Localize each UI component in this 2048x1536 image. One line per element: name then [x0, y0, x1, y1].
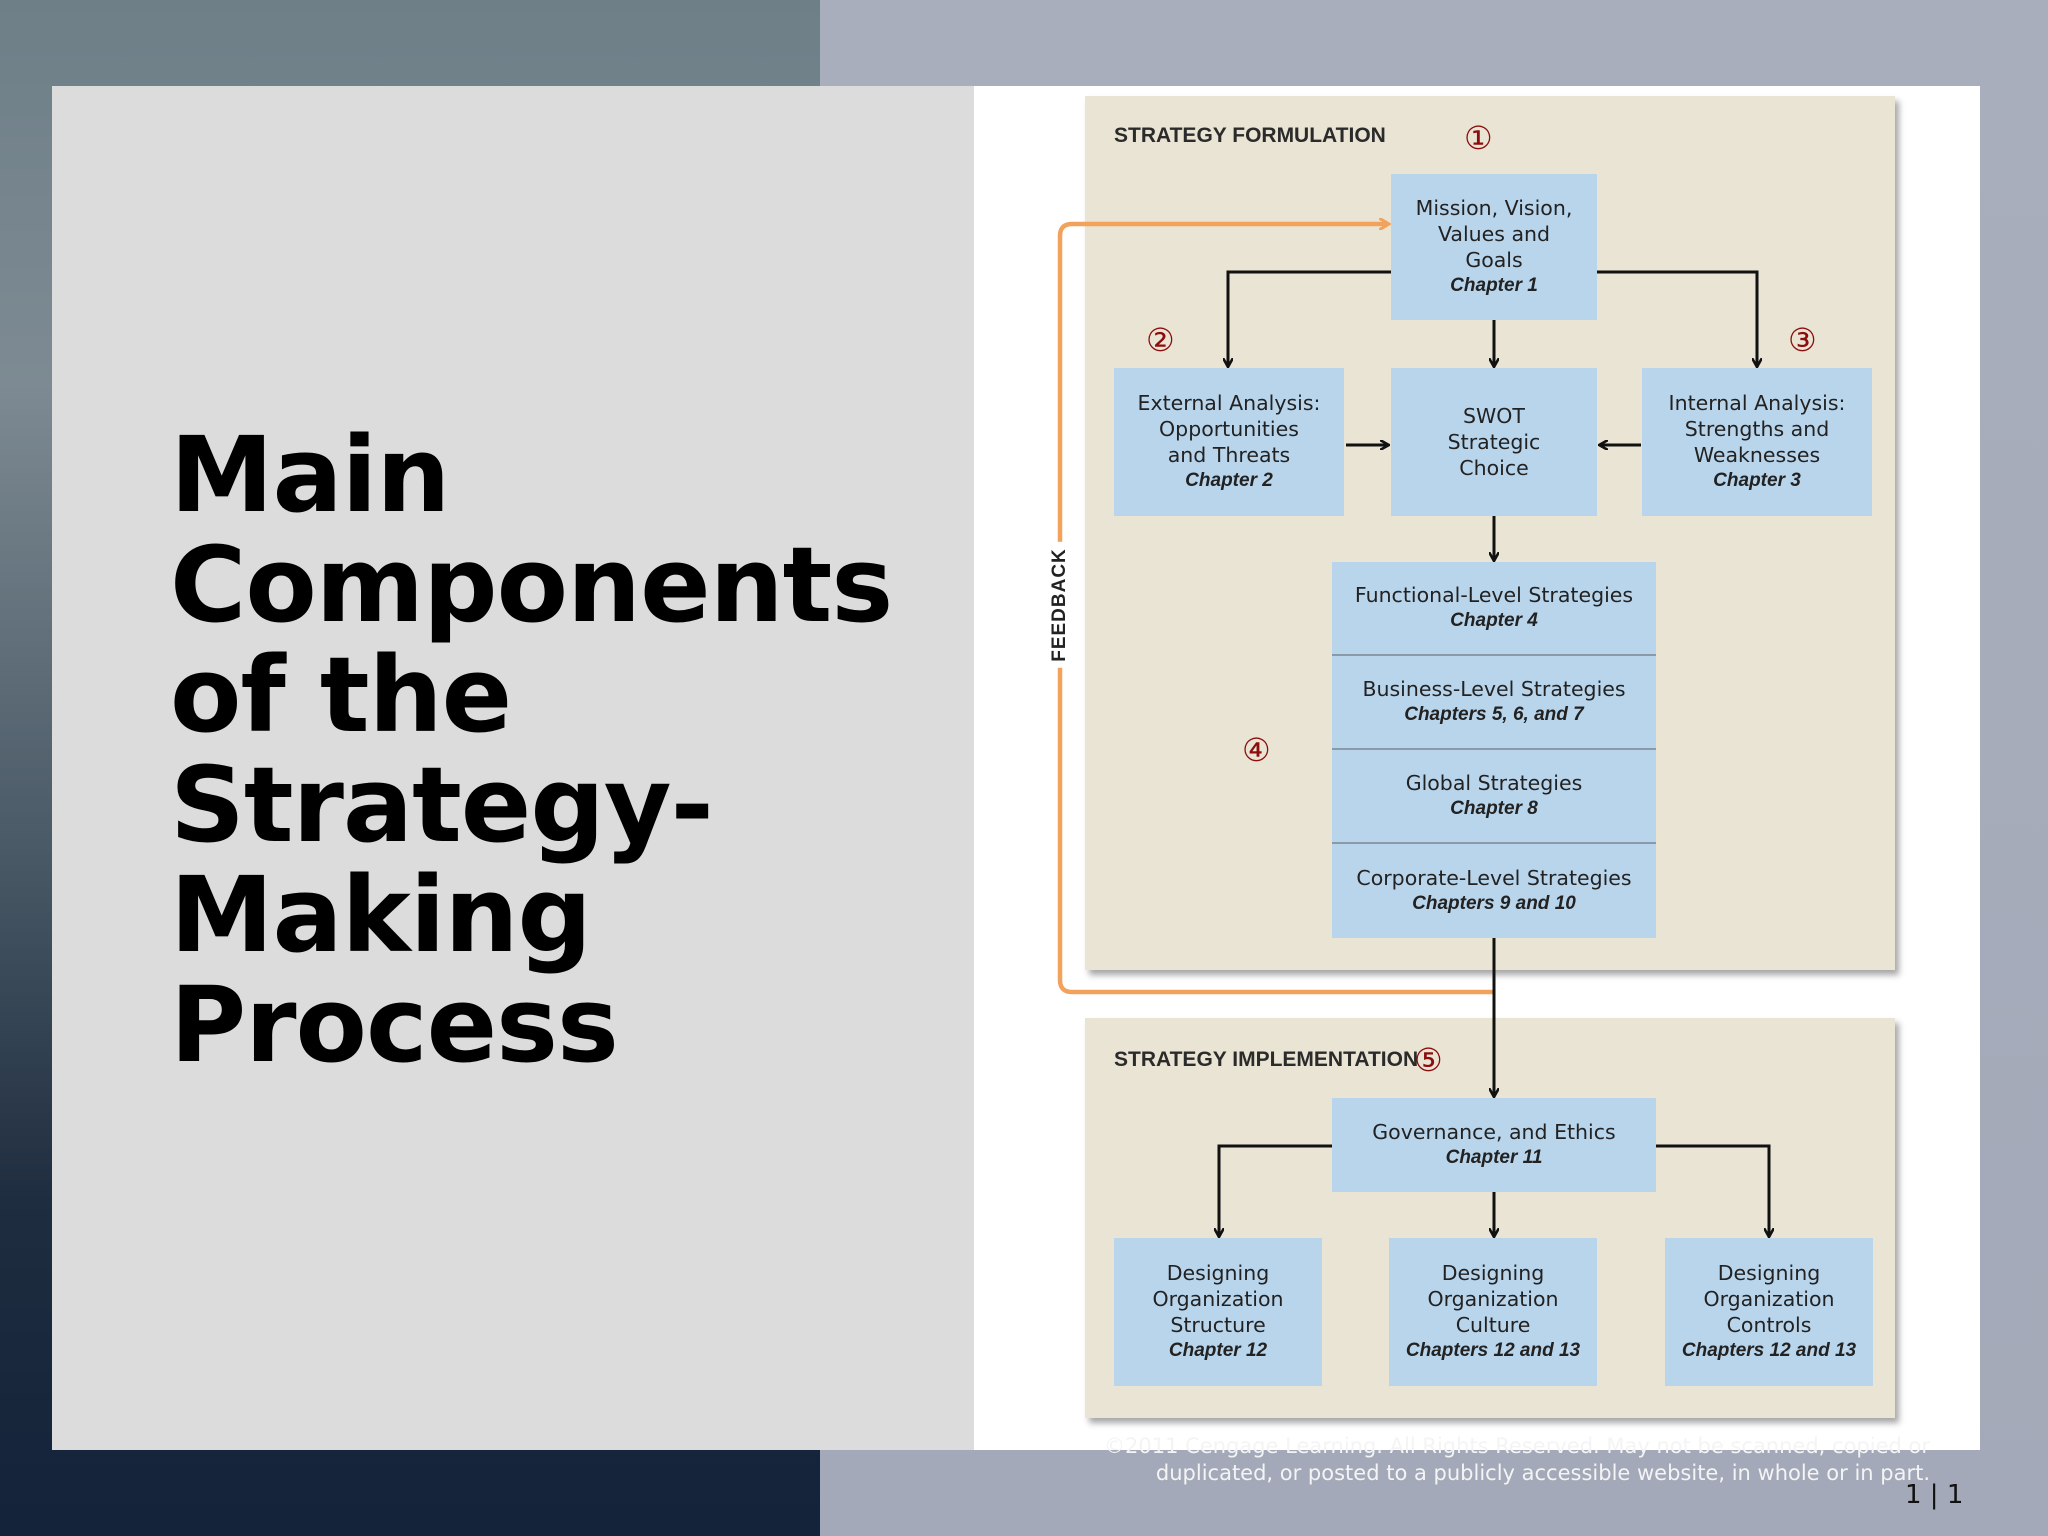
swot-line-1: SWOT — [1463, 404, 1525, 428]
culture-line-1: Designing — [1441, 1261, 1545, 1285]
corporate-strategies-box: Corporate-Level Strategies Chapters 9 an… — [1332, 844, 1656, 938]
structure-line-2: Organization — [1152, 1287, 1284, 1311]
business-label: Business-Level Strategies — [1362, 677, 1626, 701]
slide-title: Main Components of the Strategy-Making P… — [170, 414, 893, 1086]
internal-line-2: Strengths and — [1684, 417, 1830, 441]
controls-chapter: Chapters 12 and 13 — [1681, 1340, 1857, 1361]
structure-box: Designing Organization Structure Chapter… — [1114, 1238, 1322, 1386]
mission-line-1: Mission, Vision, — [1415, 196, 1573, 220]
internal-analysis-box: Internal Analysis: Strengths and Weaknes… — [1642, 368, 1872, 516]
internal-line-1: Internal Analysis: — [1668, 391, 1846, 415]
copyright-notice: ©2011 Cengage Learning. All Rights Reser… — [1104, 1434, 1930, 1485]
functional-strategies-box: Functional-Level Strategies Chapter 4 — [1332, 562, 1656, 656]
controls-box: Designing Organization Controls Chapters… — [1665, 1238, 1873, 1386]
marker-5: ⑤ — [1414, 1041, 1443, 1079]
external-chapter: Chapter 2 — [1185, 470, 1273, 491]
controls-line-3: Controls — [1726, 1313, 1812, 1337]
marker-2: ② — [1146, 321, 1175, 359]
corporate-chapter: Chapters 9 and 10 — [1412, 893, 1576, 914]
marker-3: ③ — [1788, 321, 1817, 359]
internal-chapter: Chapter 3 — [1713, 470, 1801, 491]
swot-box: SWOT Strategic Choice — [1391, 368, 1597, 516]
formulation-heading: STRATEGY FORMULATION — [1114, 124, 1386, 147]
functional-chapter: Chapter 4 — [1450, 610, 1538, 631]
governance-chapter: Chapter 11 — [1445, 1147, 1543, 1168]
external-line-2: Opportunities — [1159, 417, 1299, 441]
controls-line-2: Organization — [1703, 1287, 1835, 1311]
structure-line-1: Designing — [1166, 1261, 1270, 1285]
mission-line-2: Values and — [1437, 222, 1551, 246]
culture-box: Designing Organization Culture Chapters … — [1389, 1238, 1597, 1386]
swot-line-2: Strategic — [1447, 430, 1541, 454]
governance-box: Governance, and Ethics Chapter 11 — [1332, 1098, 1656, 1192]
controls-line-1: Designing — [1717, 1261, 1821, 1285]
mission-chapter: Chapter 1 — [1450, 275, 1538, 296]
global-strategies-box: Global Strategies Chapter 8 — [1332, 750, 1656, 844]
page-number: 1 | 1 — [1905, 1480, 1964, 1510]
implementation-heading: STRATEGY IMPLEMENTATION — [1114, 1048, 1419, 1071]
external-analysis-box: External Analysis: Opportunities and Thr… — [1114, 368, 1344, 516]
governance-label: Governance, and Ethics — [1372, 1120, 1616, 1144]
structure-chapter: Chapter 12 — [1168, 1340, 1268, 1361]
culture-line-3: Culture — [1455, 1313, 1531, 1337]
global-label: Global Strategies — [1405, 771, 1583, 795]
external-line-1: External Analysis: — [1137, 391, 1321, 415]
mission-line-3: Goals — [1465, 248, 1523, 272]
business-chapter: Chapters 5, 6, and 7 — [1404, 704, 1584, 725]
internal-line-3: Weaknesses — [1693, 443, 1821, 467]
structure-line-3: Structure — [1170, 1313, 1266, 1337]
external-line-3: and Threats — [1167, 443, 1291, 467]
marker-1: ① — [1464, 119, 1493, 157]
culture-chapter: Chapters 12 and 13 — [1405, 1340, 1581, 1361]
mission-box: Mission, Vision, Values and Goals Chapte… — [1391, 174, 1597, 320]
functional-label: Functional-Level Strategies — [1354, 583, 1634, 607]
corporate-label: Corporate-Level Strategies — [1356, 866, 1632, 890]
swot-line-3: Choice — [1459, 456, 1529, 480]
business-strategies-box: Business-Level Strategies Chapters 5, 6,… — [1332, 656, 1656, 750]
culture-line-2: Organization — [1427, 1287, 1559, 1311]
marker-4: ④ — [1242, 731, 1271, 769]
global-chapter: Chapter 8 — [1450, 798, 1538, 819]
title-panel — [52, 86, 974, 1450]
